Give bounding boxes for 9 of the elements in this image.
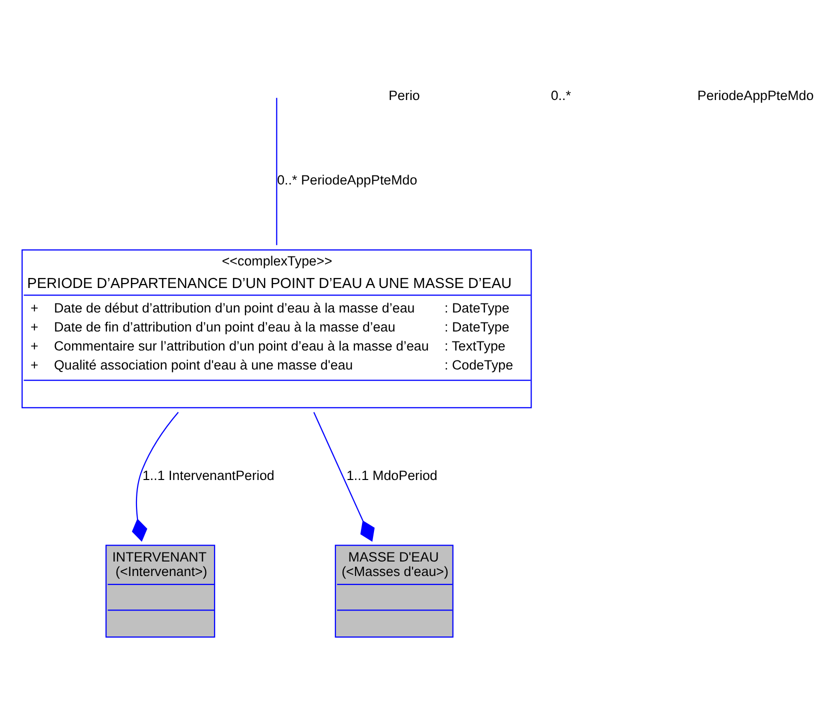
connector <box>132 412 179 542</box>
connector <box>276 98 278 246</box>
label: 0..* <box>550 88 571 104</box>
edge-label: 1..1 IntervenantPeriod <box>142 468 274 483</box>
edge-label: 1..1 MdoPeriod <box>346 468 438 483</box>
edge-label: 0..* PeriodeAppPteMdo <box>277 172 418 188</box>
label: PeriodeAppPteMdo <box>697 88 814 104</box>
connector <box>313 412 375 542</box>
label: Perio <box>388 88 420 104</box>
